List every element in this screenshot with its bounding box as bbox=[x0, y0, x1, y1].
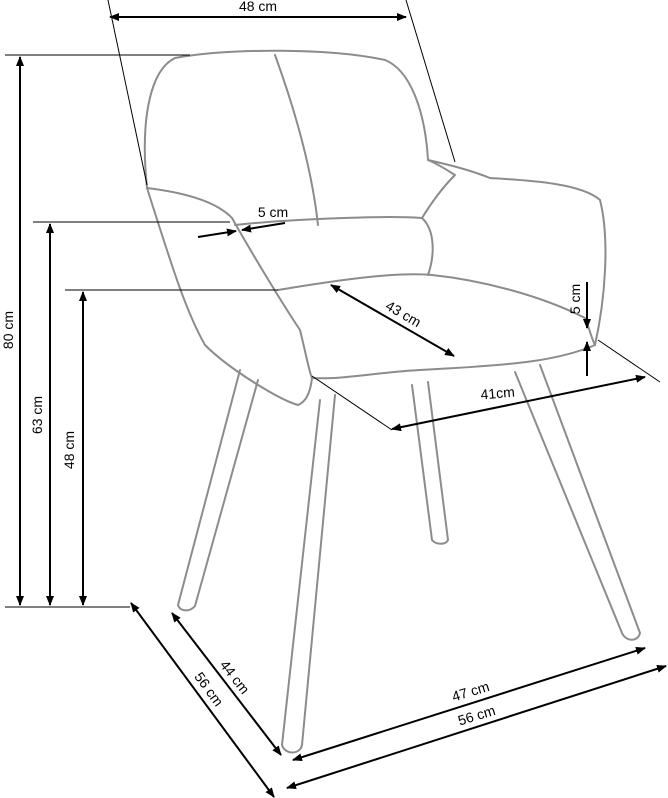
label-armrest-height: 63 cm bbox=[29, 396, 45, 434]
dim-seat-width bbox=[391, 374, 646, 432]
dim-armrest-width-a bbox=[197, 228, 237, 238]
chair-outline bbox=[143, 49, 641, 754]
label-seat-height: 48 cm bbox=[61, 431, 77, 469]
chair-leg-back-right bbox=[514, 364, 641, 641]
label-seat-width: 41cm bbox=[480, 384, 515, 403]
label-armrest-width: 5 cm bbox=[258, 204, 288, 220]
chair-left-arm bbox=[146, 187, 313, 406]
dim-armrest-width-b bbox=[241, 222, 286, 233]
label-armrest-thickness: 5 cm bbox=[567, 284, 583, 314]
label-back-width: 48 cm bbox=[239, 0, 277, 14]
chair-leg-front-right bbox=[281, 394, 336, 754]
label-seat-depth: 43 cm bbox=[383, 297, 424, 330]
dim-total-depth bbox=[130, 602, 275, 798]
chair-leg-front-left bbox=[177, 369, 259, 612]
chair-back-seam bbox=[274, 54, 319, 226]
label-leg-width: 47 cm bbox=[450, 678, 491, 704]
chair-leg-back-left bbox=[411, 381, 449, 545]
dim-leg-width bbox=[292, 646, 646, 762]
dimension-lines bbox=[5, 0, 667, 798]
chair-backrest bbox=[143, 49, 607, 380]
label-total-depth: 56 cm bbox=[191, 669, 226, 709]
chair-seat-edge bbox=[277, 273, 596, 346]
label-total-height: 80 cm bbox=[0, 311, 16, 349]
chair-right-arm bbox=[421, 159, 456, 219]
chair-arm-top bbox=[234, 216, 434, 276]
dim-total-width bbox=[286, 664, 667, 790]
dim-seat-depth bbox=[330, 284, 455, 357]
